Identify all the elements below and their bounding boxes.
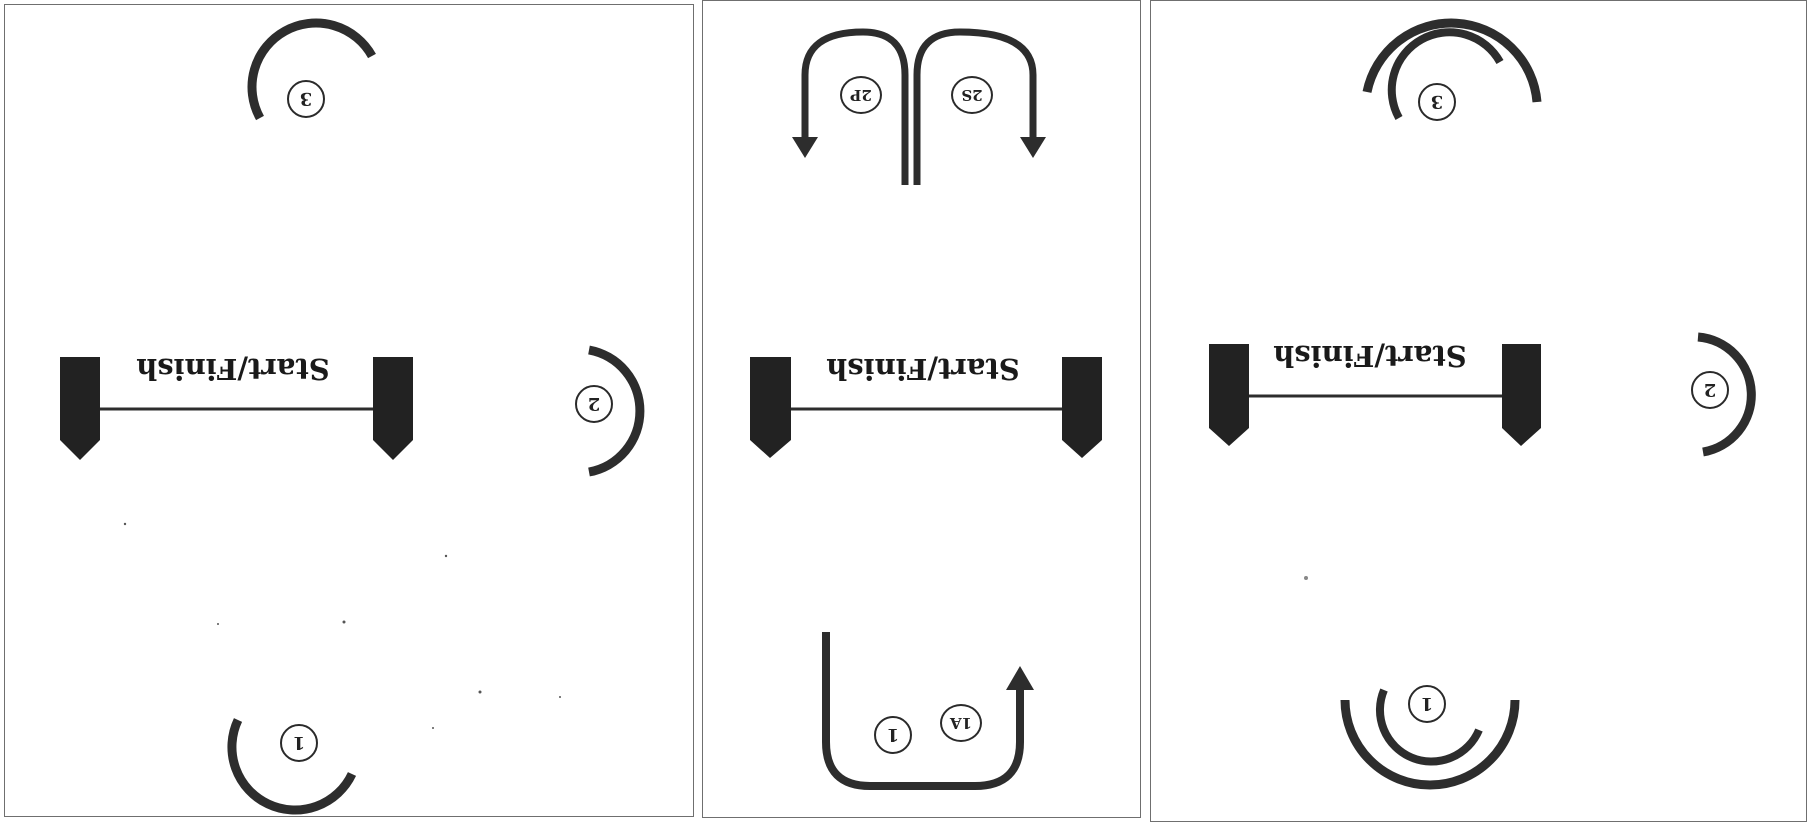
right-speckle — [1304, 576, 1308, 580]
middle-start-finish-label: Start/Finish — [826, 352, 1020, 386]
right-marker-3: 3 — [1418, 83, 1456, 121]
right-start-flag-left — [1209, 344, 1249, 446]
middle-start-finish-line — [750, 357, 1102, 458]
middle-bottom-arrowhead — [1006, 666, 1034, 690]
middle-marker-1: 1 — [874, 716, 912, 754]
right-marker-2: 2 — [1691, 371, 1729, 409]
right-turn-arc-3-inner — [1387, 28, 1504, 120]
right-start-finish-label: Start/Finish — [1273, 339, 1467, 373]
right-marker-1: 1 — [1408, 685, 1446, 723]
left-start-finish-label: Start/Finish — [136, 352, 330, 386]
course-panel-right — [1150, 0, 1807, 822]
middle-top-arrowhead-left — [792, 137, 818, 158]
left-start-flag-left — [60, 357, 100, 460]
middle-start-flag-right — [1062, 357, 1102, 458]
right-turn-arc-1-inner — [1376, 688, 1483, 766]
middle-top-split-right — [913, 28, 1037, 185]
left-turn-arc-3 — [247, 18, 376, 121]
middle-top-split-left — [801, 28, 909, 185]
right-turn-arc-3-outer — [1362, 18, 1542, 103]
right-start-flag-right — [1502, 344, 1541, 446]
middle-start-flag-left — [750, 357, 791, 458]
right-turn-arc-1-outer — [1340, 699, 1520, 790]
middle-marker-1A: 1A — [940, 704, 982, 742]
middle-marker-2P: 2P — [840, 76, 882, 114]
left-start-flag-right — [373, 357, 413, 460]
left-start-finish-line — [60, 357, 413, 460]
middle-top-arrowhead-right — [1020, 137, 1046, 158]
left-turn-arc-2 — [588, 345, 645, 477]
right-turn-arc-2 — [1697, 332, 1756, 457]
middle-bottom-u-path — [822, 632, 1024, 790]
middle-marker-2S: 2S — [951, 76, 993, 114]
left-marker-3: 3 — [287, 80, 325, 118]
left-marker-1: 1 — [280, 724, 318, 762]
left-speckles — [123, 522, 561, 729]
left-turn-arc-1 — [227, 718, 357, 815]
right-start-finish-line — [1209, 344, 1541, 446]
left-marker-2: 2 — [575, 385, 613, 423]
